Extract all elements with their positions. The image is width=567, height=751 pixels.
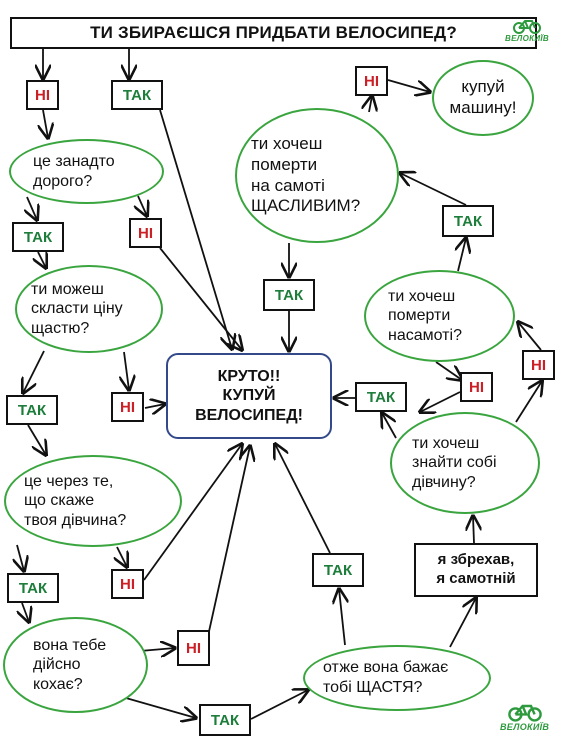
label-no: НІ (111, 392, 144, 422)
label-yes: ТАК (442, 205, 494, 237)
question-text: ти хочеш знайти собі дівчину? (412, 434, 497, 491)
arrow-yes-to-wants (250, 690, 308, 720)
question-find-girlfriend: ти хочеш знайти собі дівчину? (390, 412, 540, 514)
arrow-yes-to-result (275, 444, 331, 554)
arrow-price-to-yes (23, 350, 45, 393)
arrow-find-to-no-right (515, 381, 542, 423)
logo-text: ВЕЛОКИЇВ (500, 722, 550, 732)
start-question-box: ТИ ЗБИРАЄШСЯ ПРИДБАТИ ВЕЛОСИПЕД? (10, 17, 537, 49)
arrow-find-to-yes (382, 413, 397, 439)
label-no: НІ (111, 569, 144, 599)
arrow-happy-to-no (369, 96, 372, 113)
arrow-no-to-result-4 (207, 446, 250, 637)
label-yes: ТАК (7, 573, 59, 603)
bicycle-icon (507, 704, 542, 722)
arrow-girlfriend-to-no (117, 546, 127, 567)
label-yes: ТАК (263, 279, 315, 311)
label-yes: ТАК (312, 553, 364, 587)
result-text: купуй машину! (449, 77, 517, 117)
label-no: НІ (460, 372, 493, 402)
question-text: це занадто дорого? (33, 152, 115, 190)
arrow-wants-to-lied (449, 598, 476, 648)
label-yes: ТАК (111, 80, 163, 110)
question-text: ти хочеш померти на самоті ЩАСЛИВИМ? (251, 134, 361, 216)
arrow-expensive-to-yes (27, 196, 37, 220)
result-text: КРУТО!! КУПУЙ ВЕЛОСИПЕД! (195, 368, 303, 424)
label-no: НІ (129, 218, 162, 248)
logo-bottom: ВЕЛОКИЇВ (500, 702, 549, 732)
arrow-yes-to-result (159, 109, 232, 349)
result-buy-bicycle: КРУТО!! КУПУЙ ВЕЛОСИПЕД! (166, 353, 332, 439)
start-question-text: ТИ ЗБИРАЄШСЯ ПРИДБАТИ ВЕЛОСИПЕД? (90, 23, 457, 42)
question-wants-happiness: отже вона бажає тобі ЩАСТЯ? (303, 645, 491, 711)
arrow-yes-to-girlfriend (27, 424, 46, 455)
question-text: ти можеш скласти ціну щастю? (31, 280, 123, 337)
question-die-alone: ти хочеш померти насамоті? (364, 270, 515, 362)
arrow-no-to-result-1 (159, 247, 242, 350)
arrow-yes-to-she-loves (22, 602, 29, 622)
label-yes: ТАК (355, 382, 407, 412)
label-yes: ТАК (12, 222, 64, 252)
arrow-no-to-find (420, 391, 461, 412)
arrow-wants-to-yes (339, 589, 345, 646)
arrow-price-to-no (124, 351, 129, 390)
arrow-die-alone-to-no (435, 361, 462, 380)
question-text: отже вона бажає тобі ЩАСТЯ? (323, 659, 449, 696)
question-text: це через те, що скаже твоя дівчина? (24, 472, 127, 529)
label-no: НІ (355, 66, 388, 96)
label-no: НІ (522, 350, 555, 380)
label-no: НІ (177, 630, 210, 666)
question-die-alone-happy: ти хочеш померти на самоті ЩАСЛИВИМ? (235, 108, 399, 243)
arrow-expensive-to-no (138, 195, 147, 216)
result-buy-car: купуй машину! (432, 60, 534, 136)
arrow-girlfriend-to-yes (17, 544, 24, 571)
question-girlfriend-says: це через те, що скаже твоя дівчина? (4, 455, 182, 547)
arrow-no-to-expensive (43, 109, 48, 138)
logo-top: ВЕЛОКИЇВ (505, 18, 549, 43)
arrow-no-to-car (387, 79, 430, 92)
box-text: я збрехав, я самотній (436, 551, 516, 587)
question-text: вона тебе дійсно кохає? (33, 636, 107, 693)
question-she-loves: вона тебе дійсно кохає? (3, 617, 148, 713)
bicycle-icon (513, 20, 541, 34)
label-no: НІ (26, 80, 59, 110)
label-yes: ТАК (199, 704, 251, 736)
question-expensive: це занадто дорого? (9, 139, 164, 204)
box-lied-lonely: я збрехав, я самотній (414, 543, 538, 597)
arrow-no-to-result-3 (143, 444, 242, 581)
arrow-no-to-result-2 (144, 404, 165, 408)
logo-text: ВЕЛОКИЇВ (505, 34, 550, 43)
arrow-she-loves-to-no (139, 648, 175, 651)
label-yes: ТАК (6, 395, 58, 425)
arrow-yes-to-happy (400, 173, 467, 206)
arrow-lied-to-find (473, 516, 474, 544)
arrow-die-alone-to-yes (458, 238, 466, 272)
arrow-yes-to-price (38, 252, 46, 268)
question-price-happiness: ти можеш скласти ціну щастю? (15, 265, 163, 353)
question-text: ти хочеш померти насамоті? (388, 287, 462, 344)
arrow-no-to-die-alone (518, 322, 542, 351)
